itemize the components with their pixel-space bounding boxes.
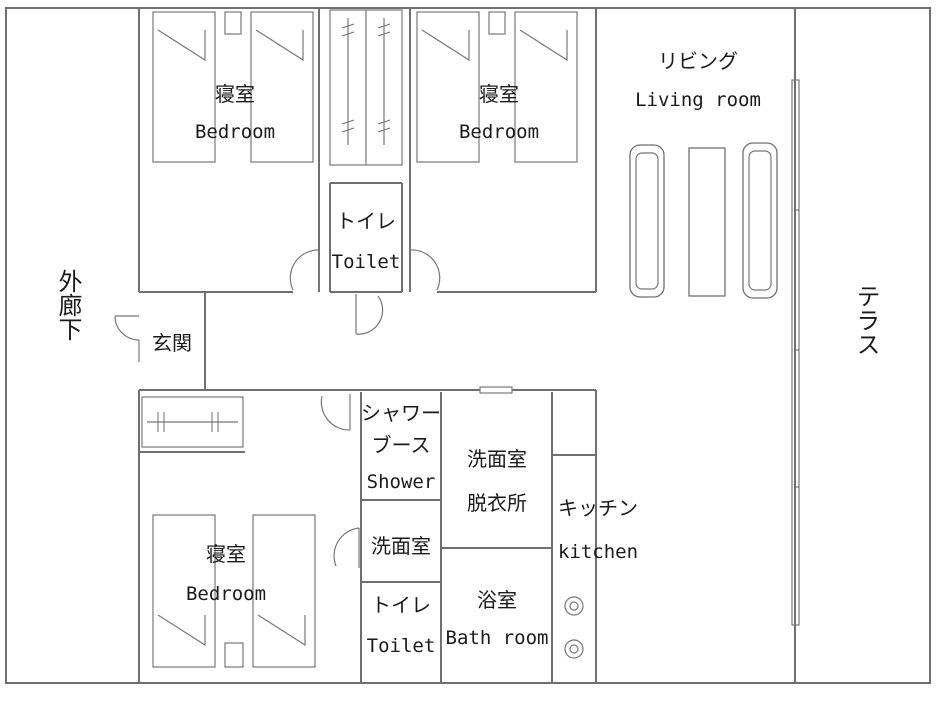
terrace-sliding-door xyxy=(791,79,800,626)
living-label-jp: リビング xyxy=(658,49,738,73)
stove-burners xyxy=(564,596,584,659)
door-entrance xyxy=(114,315,140,362)
bedroom-1-label-en: Bedroom xyxy=(195,121,275,143)
terrace-label: テラス xyxy=(852,284,880,356)
bathroom-label-en: Bath room xyxy=(446,627,549,649)
window-dressing xyxy=(479,386,513,394)
toilet-lower-label-en: Toilet xyxy=(367,635,436,657)
kitchen-label-jp: キッチン xyxy=(558,496,638,520)
bedroom-1-label-jp: 寝室 xyxy=(215,82,255,106)
closet-lower xyxy=(141,396,244,448)
bed-lower-b xyxy=(252,514,316,668)
door-washroom-lower xyxy=(333,527,360,568)
toilet-upper-label-en: Toilet xyxy=(332,251,401,273)
washroom-label: 洗面室 xyxy=(371,534,431,558)
door-lower-bedroom xyxy=(320,394,351,431)
shower-label-jp-2: ブース xyxy=(372,433,431,457)
sofa-right xyxy=(742,142,778,299)
nightstand-upper-left xyxy=(224,11,242,35)
bedroom-2-label-en: Bedroom xyxy=(459,121,539,143)
sofa-left xyxy=(629,144,665,298)
bed-upper-left-b xyxy=(250,11,314,163)
toilet-lower-label-jp: トイレ xyxy=(371,593,431,617)
living-label-en: Living room xyxy=(635,89,761,111)
outer-boundary xyxy=(5,7,931,684)
nightstand-upper-right xyxy=(488,11,506,35)
door-upper-left-bedroom xyxy=(289,248,320,291)
walls xyxy=(138,8,796,683)
coffee-table xyxy=(688,147,726,297)
bedroom-2-label-jp: 寝室 xyxy=(479,82,519,106)
door-toilet-upper xyxy=(355,294,384,335)
door-upper-right-bedroom xyxy=(409,248,441,291)
dressing-label-1: 洗面室 xyxy=(467,447,527,471)
bedroom-3-label-jp: 寝室 xyxy=(206,542,246,566)
dressing-label-2: 脱衣所 xyxy=(467,491,527,515)
entrance-label: 玄関 xyxy=(152,331,192,355)
toilet-upper-label-jp: トイレ xyxy=(336,209,396,233)
bed-lower-a xyxy=(152,514,216,668)
bedroom-3-label-en: Bedroom xyxy=(186,583,266,605)
bed-upper-right-b xyxy=(514,11,578,163)
shower-label-jp-1: シャワー xyxy=(361,401,441,425)
shower-label-en: Shower xyxy=(367,471,436,493)
bed-upper-right-a xyxy=(416,11,480,163)
bed-upper-left-a xyxy=(152,11,216,163)
corridor-label: 外廊下 xyxy=(54,269,82,341)
bathroom-label-jp: 浴室 xyxy=(477,588,517,612)
kitchen-label-en: kitchen xyxy=(558,541,638,563)
nightstand-lower xyxy=(224,642,244,668)
wardrobe-upper xyxy=(329,9,403,166)
